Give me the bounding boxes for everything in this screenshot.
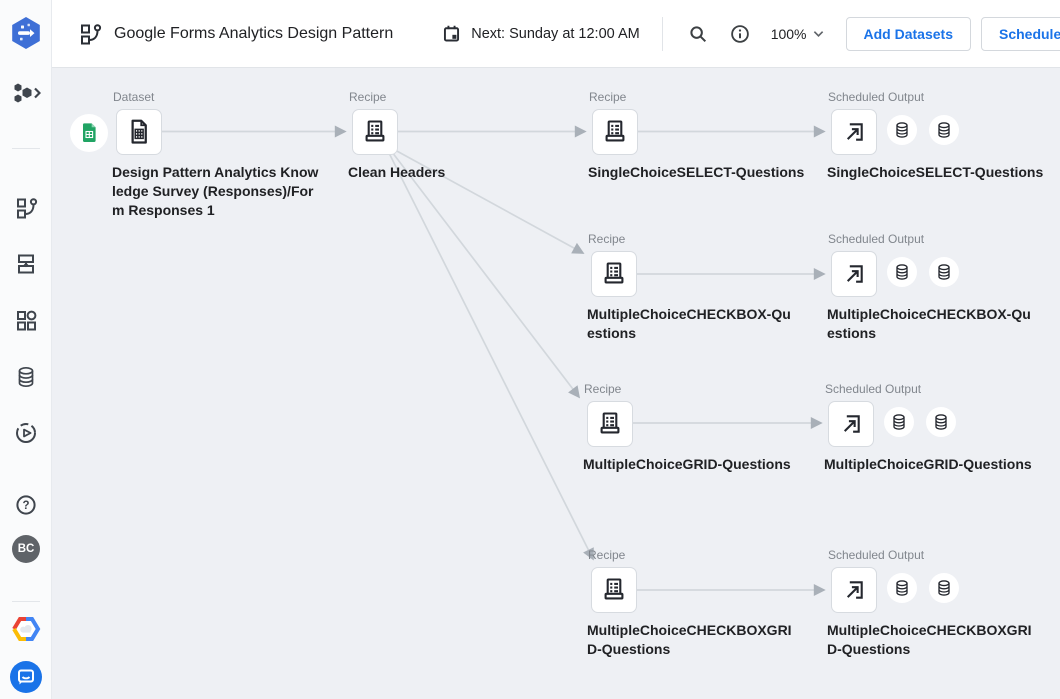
node-name: SingleChoiceSELECT-Questions [588, 164, 805, 180]
job-history-icon [14, 421, 38, 445]
output-node-box[interactable] [828, 401, 874, 447]
sidebar-item-job-history[interactable] [0, 421, 52, 445]
node-name: MultipleChoiceGRID-Questions [583, 456, 791, 472]
chat-icon [10, 661, 42, 693]
output-destination[interactable] [887, 257, 917, 287]
node-type-label: Scheduled Output [828, 548, 925, 562]
sidebar-item-plans[interactable] [0, 252, 52, 276]
output-node-box[interactable] [831, 567, 877, 613]
search-icon [687, 23, 709, 45]
dataprep-logo [8, 15, 44, 51]
recipe-icon [600, 576, 628, 604]
flow-icon [78, 22, 102, 46]
output-destination[interactable] [929, 115, 959, 145]
output-destination[interactable] [887, 115, 917, 145]
sidebar-item-connections[interactable] [0, 364, 52, 390]
database-icon [931, 412, 951, 432]
output-node-box[interactable] [831, 251, 877, 297]
node-type-label: Dataset [113, 90, 155, 104]
sidebar-divider [12, 601, 40, 602]
output-destination[interactable] [929, 573, 959, 603]
output-node-box[interactable] [831, 109, 877, 155]
output-destination[interactable] [887, 573, 917, 603]
schedule-info: Next: Sunday at 12:00 AM [441, 23, 640, 44]
output-destination[interactable] [884, 407, 914, 437]
output-destination[interactable] [929, 257, 959, 287]
zoom-control[interactable]: 100% [771, 26, 824, 42]
plans-icon [14, 252, 38, 276]
info-icon [729, 23, 751, 45]
header-divider [661, 16, 663, 51]
database-icon [892, 262, 912, 282]
node-name: Clean Headers [348, 164, 446, 180]
recipe-icon [361, 118, 389, 146]
output-destination[interactable] [926, 407, 956, 437]
database-icon [934, 578, 954, 598]
sidebar: BC [0, 0, 52, 699]
sidebar-item-help[interactable] [0, 493, 52, 517]
recipe-node-box[interactable] [591, 567, 637, 613]
search-button[interactable] [681, 17, 715, 51]
node-name: MultipleChoiceCHECKBOX-Questions [827, 306, 1031, 341]
google-cloud-icon[interactable] [0, 614, 52, 644]
recipe-node-box[interactable] [591, 251, 637, 297]
node-type-label: Recipe [588, 548, 626, 562]
database-icon [13, 364, 39, 390]
source-badge [70, 114, 108, 152]
node-type-label: Scheduled Output [825, 382, 922, 396]
recipe-icon [601, 118, 629, 146]
dataset-node-box[interactable] [116, 109, 162, 155]
node-name: MultipleChoiceGRID-Questions [824, 456, 1032, 472]
flows-icon [14, 196, 38, 220]
recipe-icon [600, 260, 628, 288]
recipe-icon [596, 410, 624, 438]
add-datasets-button[interactable]: Add Datasets [845, 16, 971, 51]
sidebar-divider [12, 148, 40, 149]
node-type-label: Scheduled Output [828, 90, 925, 104]
node-type-label: Recipe [588, 232, 626, 246]
library-icon [14, 308, 38, 332]
database-icon [889, 412, 909, 432]
sidebar-item-flows[interactable] [0, 196, 52, 220]
header: Google Forms Analytics Design Pattern Ne… [52, 0, 1060, 68]
google-sheets-icon [77, 121, 101, 145]
dataset-table-icon [124, 117, 154, 147]
sidebar-item-library[interactable] [0, 308, 52, 332]
output-icon [840, 260, 868, 288]
user-avatar[interactable]: BC [12, 535, 40, 563]
info-button[interactable] [723, 17, 757, 51]
calendar-icon [441, 23, 462, 44]
output-icon [840, 118, 868, 146]
chevron-down-icon [813, 30, 824, 38]
node-name: SingleChoiceSELECT-Questions [827, 164, 1044, 180]
database-icon [934, 262, 954, 282]
zoom-level: 100% [770, 25, 807, 42]
chat-feedback-button[interactable] [0, 661, 52, 693]
node-name: Design Pattern Analytics Knowledge Surve… [112, 164, 319, 218]
database-icon [892, 120, 912, 140]
database-icon [934, 120, 954, 140]
recipe-node-box[interactable] [592, 109, 638, 155]
flow-edges [162, 125, 826, 596]
output-icon [840, 576, 868, 604]
output-icon [837, 410, 865, 438]
schedule-button[interactable]: Schedule [980, 16, 1060, 51]
node-type-label: Recipe [584, 382, 622, 396]
help-icon [14, 493, 38, 517]
recipe-node-box[interactable] [352, 109, 398, 155]
recipe-node-box[interactable] [587, 401, 633, 447]
database-icon [892, 578, 912, 598]
node-name: MultipleChoiceCHECKBOX-Questions [587, 306, 791, 341]
node-name: MultipleChoiceCHECKBOXGRID-Questions [587, 622, 792, 657]
node-name: MultipleChoiceCHECKBOXGRID-Questions [827, 622, 1032, 657]
node-type-label: Recipe [589, 90, 627, 104]
workspace-switcher-icon[interactable] [0, 78, 52, 108]
node-type-label: Recipe [349, 90, 387, 104]
schedule-text: Next: Sunday at 12:00 AM [471, 25, 640, 42]
flow-canvas[interactable]: Dataset Design Pattern Analytics Knowled… [52, 68, 1060, 699]
node-type-label: Scheduled Output [828, 232, 925, 246]
page-title: Google Forms Analytics Design Pattern [114, 24, 394, 42]
